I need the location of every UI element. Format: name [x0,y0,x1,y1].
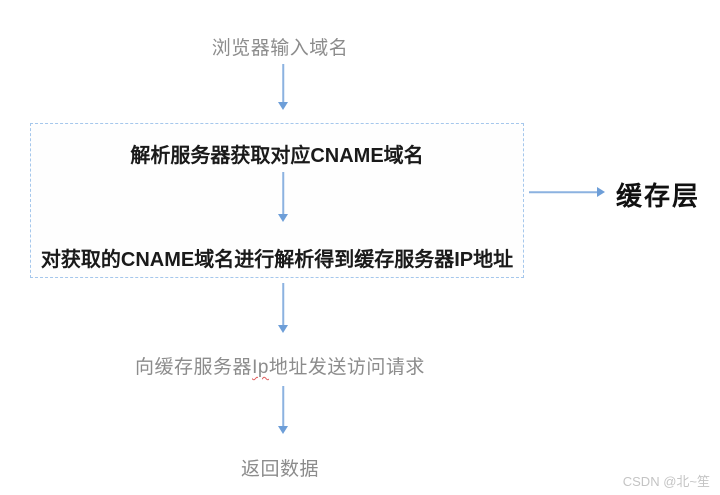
node-browser-input: 浏览器输入域名 [211,38,349,59]
arrow-down-2-icon [277,172,289,222]
arrow-right-icon [529,186,605,198]
arrow-head [278,426,288,434]
arrow-shaft [282,386,284,427]
request-text-suffix: 地址发送访问请求 [268,357,425,378]
arrow-head [278,325,288,333]
step-resolve-cname: 解析服务器获取对应CNAME域名 [130,145,424,167]
arrow-shaft [282,172,284,215]
arrow-head [278,102,288,110]
arrow-head [278,214,288,222]
arrow-head [597,187,605,197]
node-return-data: 返回数据 [240,459,319,480]
request-text-ip-misspelled: Ip [252,357,269,378]
arrow-down-4-icon [277,386,289,434]
label-cache-layer: 缓存层 [616,181,701,211]
node-send-request: 向缓存服务器Ip地址发送访问请求 [0,352,560,379]
arrow-shaft [282,283,284,326]
watermark: CSDN @北~笙 [622,474,710,489]
arrow-down-1-icon [277,64,289,110]
resolver-box [30,123,524,278]
arrow-shaft [529,191,598,193]
arrow-down-3-icon [277,283,289,333]
arrow-shaft [282,64,284,103]
step-resolve-ip: 对获取的CNAME域名进行解析得到缓存服务器IP地址 [40,249,514,271]
request-text-prefix: 向缓存服务器 [135,357,253,378]
